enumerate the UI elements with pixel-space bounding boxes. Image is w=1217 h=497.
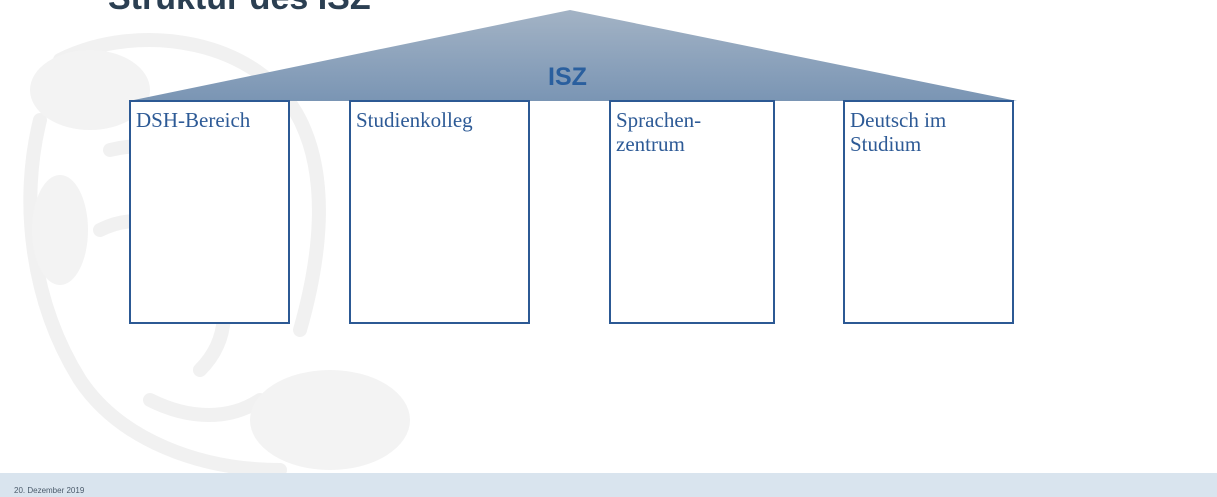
slide-title: Struktur des ISZ bbox=[108, 0, 371, 18]
pillar-deutsch-im-studium: Deutsch im Studium bbox=[843, 100, 1014, 324]
pillar-label: Studienkolleg bbox=[356, 108, 473, 132]
roof-label: ISZ bbox=[548, 63, 587, 91]
footer-band bbox=[0, 473, 1217, 497]
pillar-sprachenzentrum: Sprachen- zentrum bbox=[609, 100, 775, 324]
pillar-label: Deutsch im Studium bbox=[850, 108, 947, 156]
pillar-dsh-bereich: DSH-Bereich bbox=[129, 100, 290, 324]
footer-date: 20. Dezember 2019 bbox=[14, 486, 85, 495]
pillar-label: DSH-Bereich bbox=[136, 108, 251, 132]
pillar-studienkolleg: Studienkolleg bbox=[349, 100, 530, 324]
pillar-label: Sprachen- zentrum bbox=[616, 108, 702, 156]
isz-roof bbox=[129, 10, 1017, 101]
